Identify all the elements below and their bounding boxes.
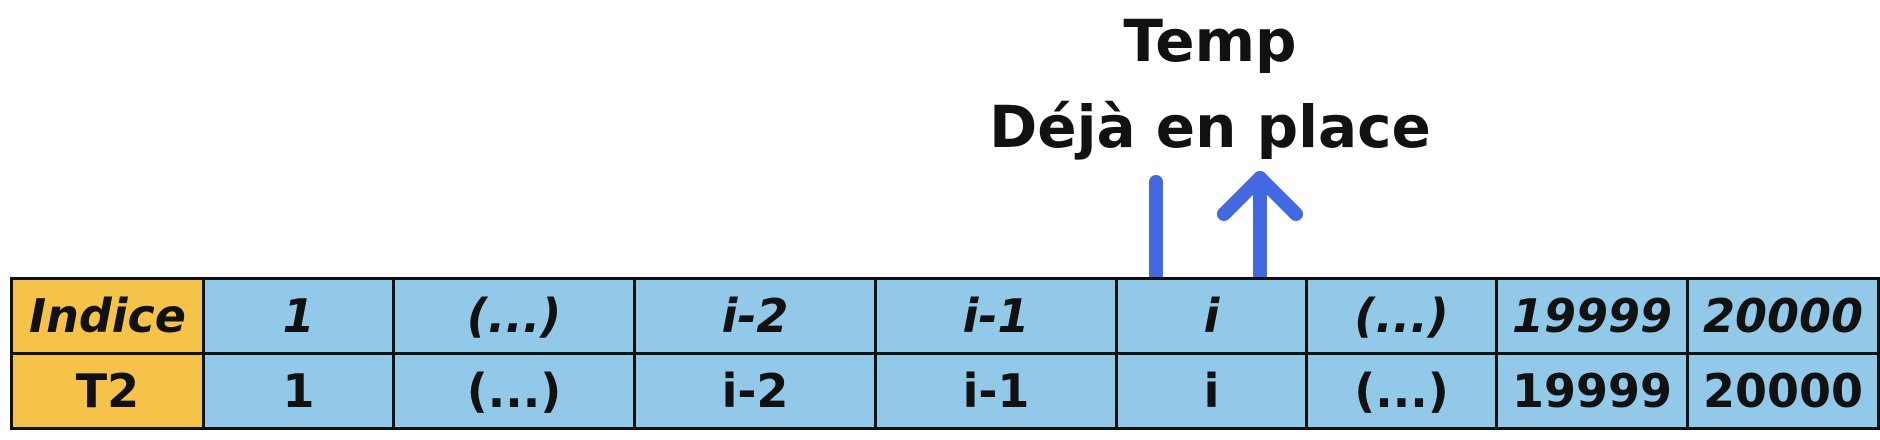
caption-temp: Temp [1123, 7, 1297, 75]
value-cell: i [1115, 352, 1308, 430]
index-cell: 19999 [1495, 277, 1689, 355]
table-row-indice: Indice 1 (...) i-2 i-1 i (...) 19999 200… [10, 277, 1880, 355]
array-table: Indice 1 (...) i-2 i-1 i (...) 19999 200… [10, 277, 1880, 430]
row-header-t2: T2 [10, 352, 205, 430]
value-cell: 1 [202, 352, 395, 430]
index-cell: 1 [202, 277, 395, 355]
index-cell: i [1115, 277, 1308, 355]
index-cell: 20000 [1686, 277, 1880, 355]
value-cell: 20000 [1686, 352, 1880, 430]
row-header-indice: Indice [10, 277, 205, 355]
index-cell: (...) [1305, 277, 1498, 355]
index-cell: (...) [392, 277, 636, 355]
caption-deja-en-place: Déjà en place [989, 93, 1431, 161]
value-cell: i-1 [874, 352, 1118, 430]
index-cell: i-2 [633, 277, 877, 355]
value-cell: (...) [392, 352, 636, 430]
index-cell: i-1 [874, 277, 1118, 355]
value-cell: i-2 [633, 352, 877, 430]
value-cell: (...) [1305, 352, 1498, 430]
table-row-t2: T2 1 (...) i-2 i-1 i (...) 19999 20000 [10, 352, 1880, 430]
value-cell: 19999 [1495, 352, 1689, 430]
